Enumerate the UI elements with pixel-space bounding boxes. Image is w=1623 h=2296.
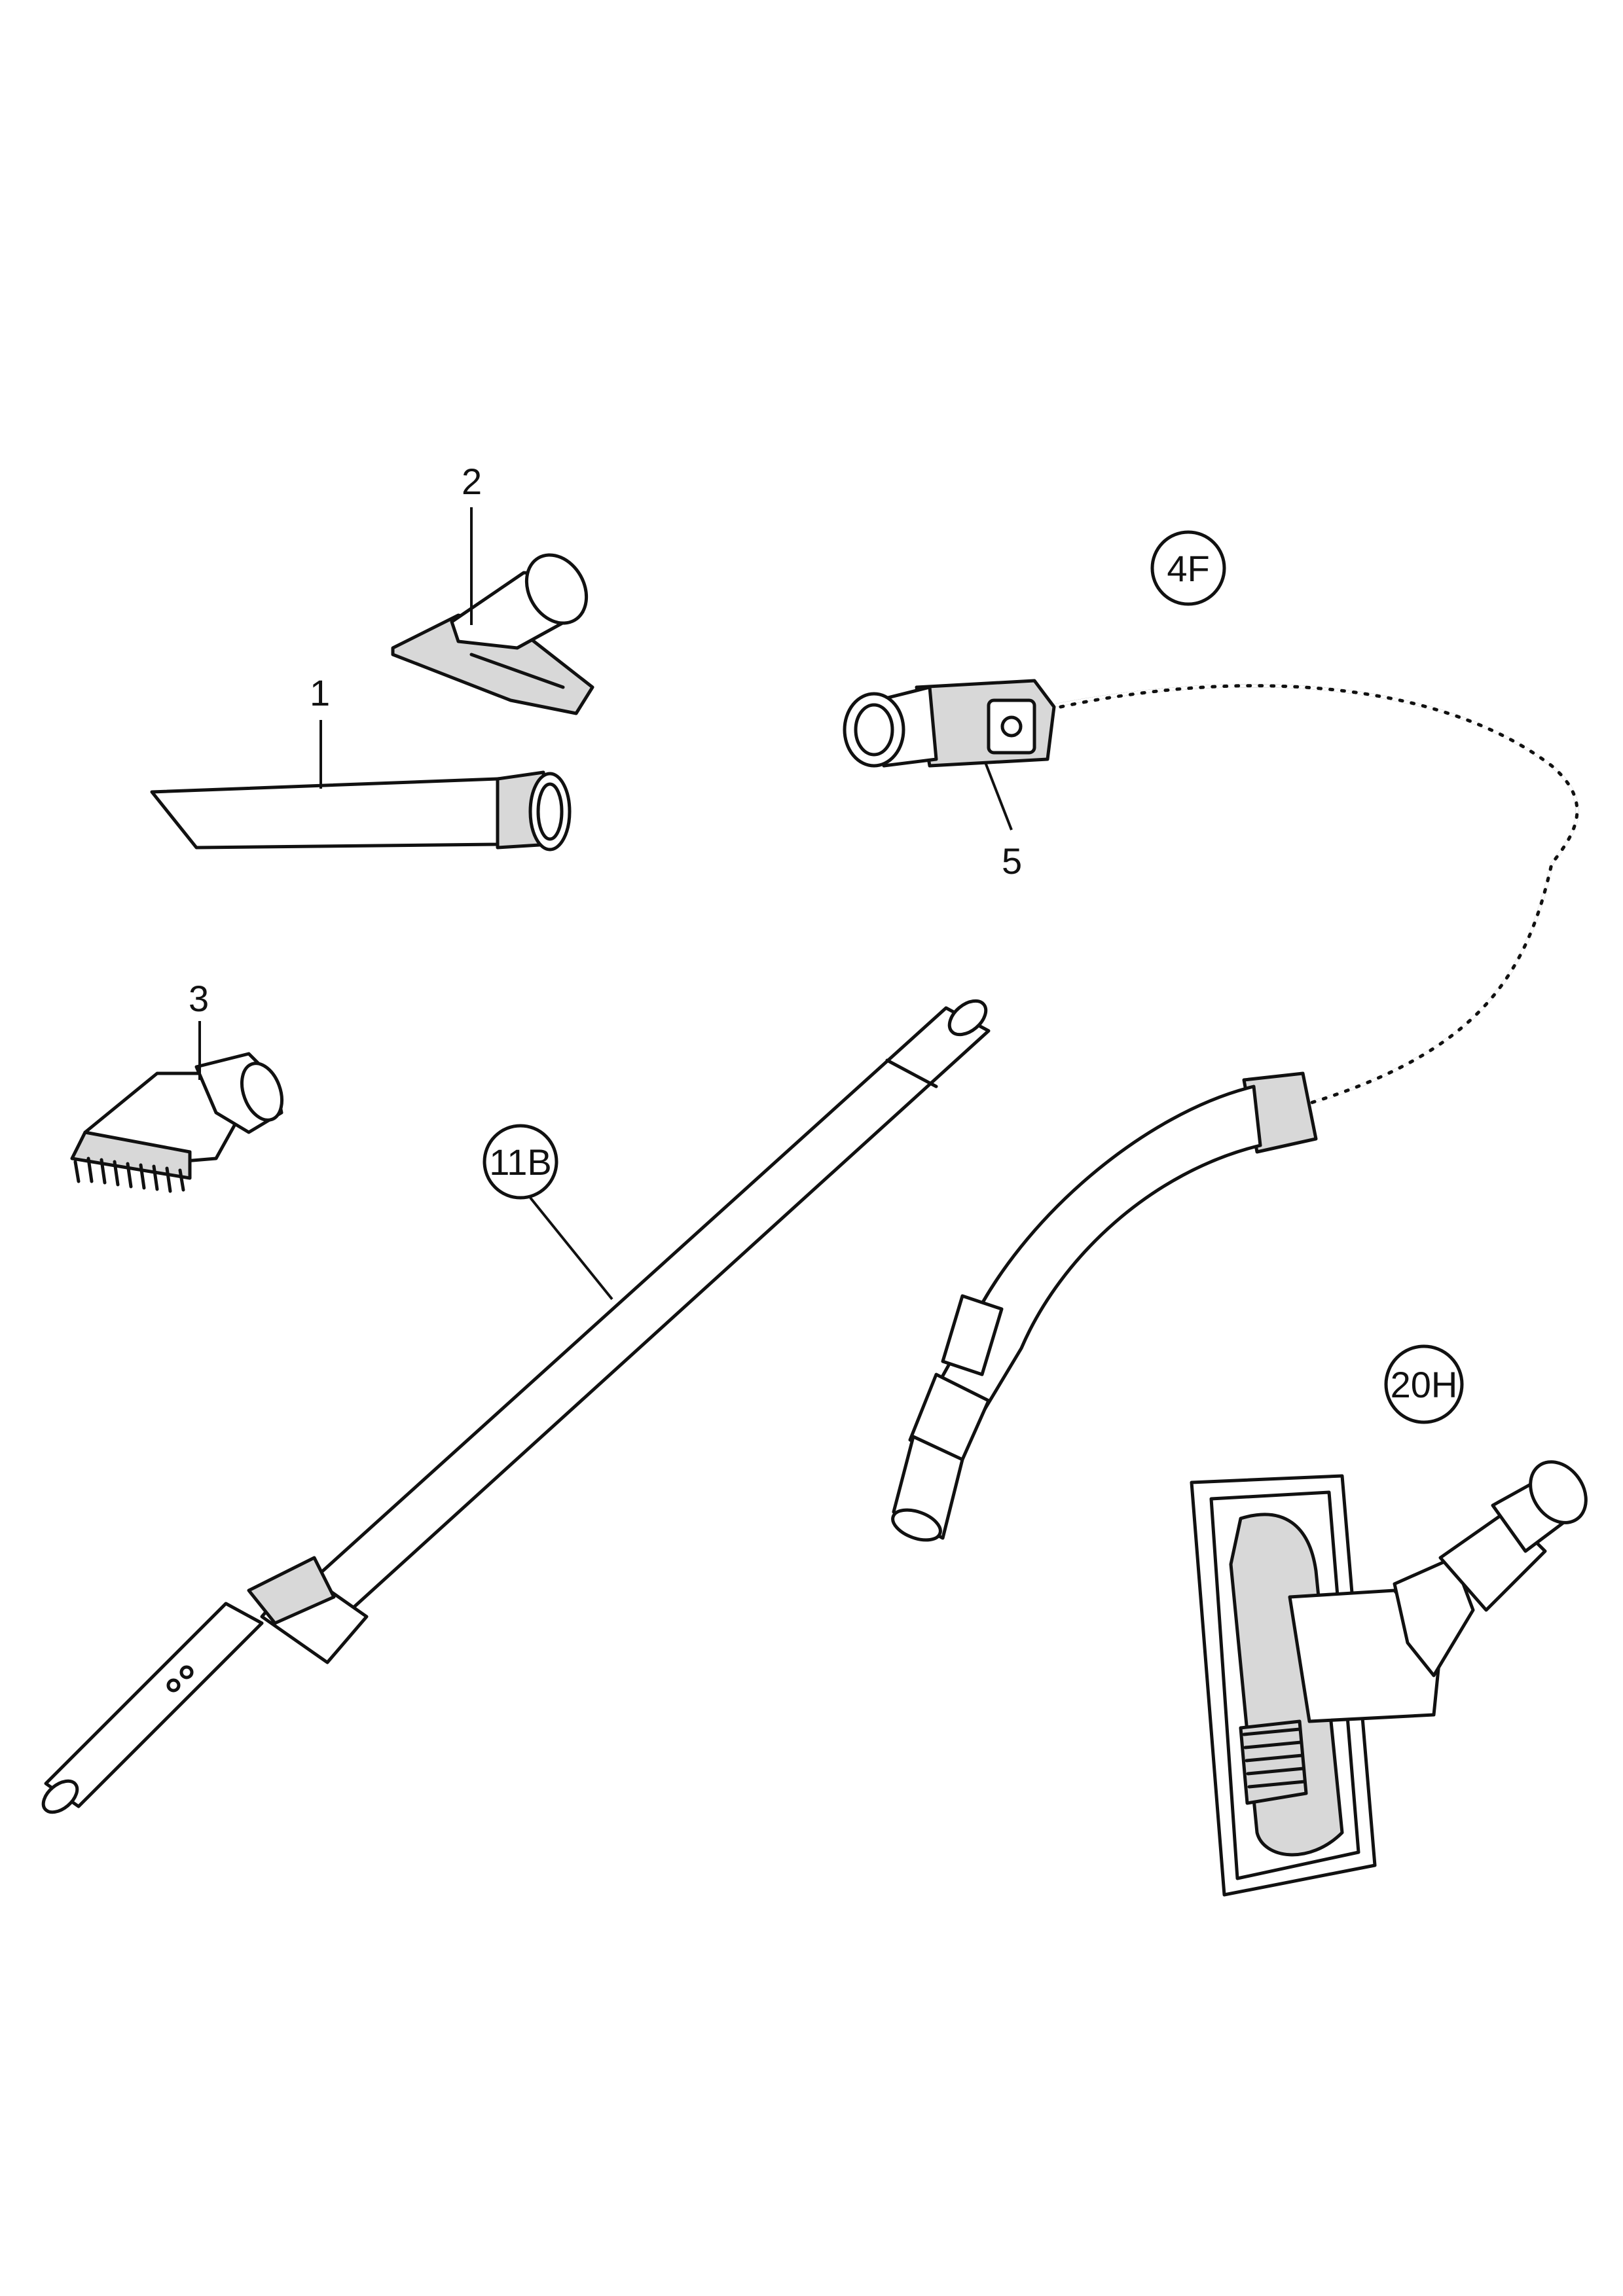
callout-20h	[1384, 1344, 1464, 1424]
label-11b: 11B	[489, 1141, 551, 1183]
label-5: 5	[1002, 840, 1022, 882]
callout-4f	[1150, 530, 1226, 606]
leader-11b	[529, 1196, 613, 1300]
wand	[41, 999, 991, 1814]
callout-11b	[483, 1124, 558, 1200]
label-1: 1	[310, 672, 330, 713]
leader-5	[984, 762, 1013, 831]
label-2: 2	[462, 461, 482, 502]
hose-assembly	[843, 679, 1579, 1542]
label-3: 3	[189, 978, 209, 1019]
label-4f: 4F	[1167, 548, 1209, 589]
dusting-brush	[70, 1052, 283, 1193]
label-20h: 20H	[1391, 1364, 1458, 1405]
crevice-tool	[150, 770, 572, 852]
upholstery-tool	[391, 553, 594, 715]
floor-nozzle	[1190, 1460, 1588, 1897]
